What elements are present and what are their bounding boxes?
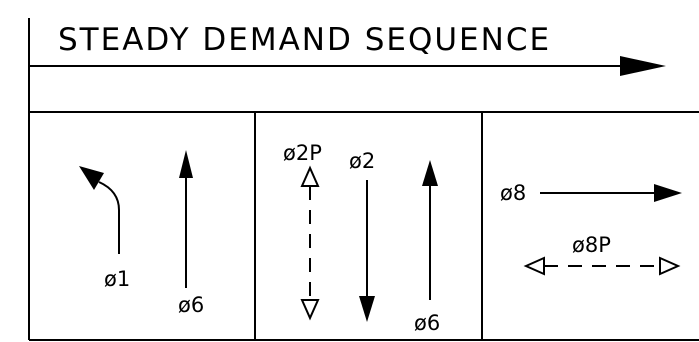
pedestrian-arrow-horizontal	[523, 256, 681, 276]
phase-label-p8p: ø8P	[572, 233, 611, 257]
phase-label-p2p: ø2P	[283, 141, 322, 165]
pedestrian-arrow-vertical	[300, 165, 320, 321]
phase-cell-3: ø8 ø8P	[500, 181, 682, 276]
through-arrow-up	[179, 150, 193, 288]
phase-cell-2: ø2P ø2 ø6	[283, 141, 440, 335]
phase-label-p2: ø2	[349, 149, 375, 173]
frame	[28, 18, 699, 341]
phase-cell-1: ø1 ø6	[79, 150, 204, 317]
left-turn-arrow	[79, 166, 120, 254]
through-arrow-down	[359, 180, 375, 322]
phase-label-p8: ø8	[500, 181, 526, 205]
phase-label-p6-b: ø6	[414, 311, 440, 335]
sequence-title: STEADY DEMAND SEQUENCE	[58, 22, 551, 58]
phase-label-p1: ø1	[104, 267, 130, 291]
through-arrow-up	[422, 160, 438, 300]
sequence-direction-arrow	[29, 56, 666, 76]
through-arrow-right	[540, 184, 682, 202]
phase-label-p6-a: ø6	[178, 293, 204, 317]
